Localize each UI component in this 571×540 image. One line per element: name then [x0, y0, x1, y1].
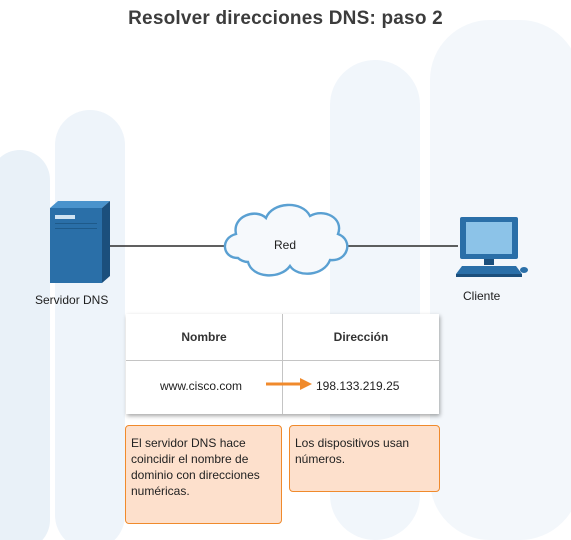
dns-server-icon [50, 201, 110, 283]
dns-lookup-table: Nombre Dirección www.cisco.com 198.133.2… [126, 314, 439, 414]
dns-server-label: Servidor DNS [35, 293, 109, 307]
page-title: Resolver direcciones DNS: paso 2 [128, 8, 443, 29]
client-computer-icon [456, 217, 528, 277]
server-explanation-note: El servidor DNS hace coincidir el nombre… [125, 425, 282, 524]
network-cloud-icon [223, 203, 349, 277]
ip-address-cell: 198.133.219.25 [316, 379, 400, 393]
network-label: Red [274, 238, 297, 252]
column-header-name: Nombre [181, 330, 227, 344]
client-label: Cliente [463, 289, 501, 303]
mapping-arrow-icon [266, 378, 312, 390]
column-header-address: Dirección [333, 330, 389, 344]
devices-explanation-note: Los dispositivos usan números. [289, 425, 440, 492]
domain-name-cell: www.cisco.com [160, 379, 243, 393]
